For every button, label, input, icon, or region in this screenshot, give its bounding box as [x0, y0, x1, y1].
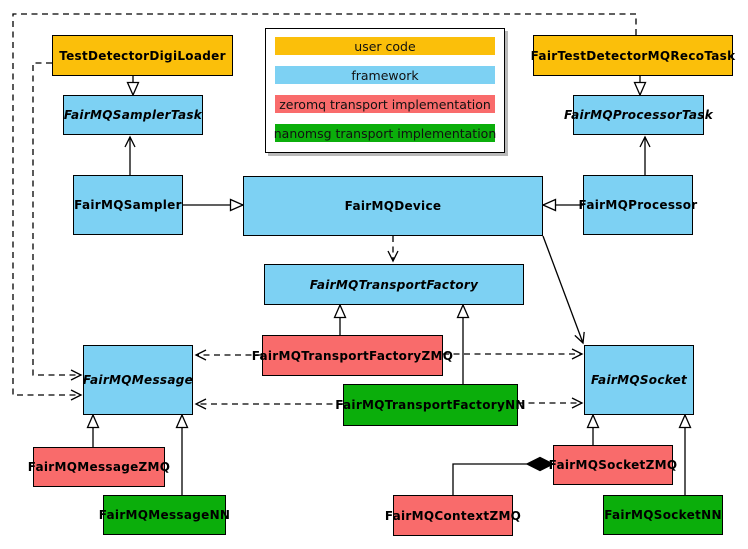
- legend-item-nanomsg: nanomsg transport implementation: [273, 124, 497, 142]
- node-fairmq-socket-zmq: FairMQSocketZMQ: [549, 445, 677, 485]
- legend-label: user code: [354, 38, 416, 54]
- node-fairmq-socket-nn: FairMQSocketNN: [603, 495, 723, 535]
- node-fairmq-processor-task: FairMQProcessorTask: [564, 95, 713, 135]
- node-fairmq-transport-factory-nn: FairMQTransportFactoryNN: [335, 384, 525, 426]
- node-label: FairMQContextZMQ: [384, 508, 522, 523]
- node-label: FairMQTransportFactoryZMQ: [251, 348, 454, 363]
- legend-item-zeromq: zeromq transport implementation: [275, 95, 495, 113]
- node-label: FairMQTransportFactoryNN: [335, 398, 526, 412]
- node-label: FairMQTransportFactory: [309, 277, 479, 292]
- node-fairmq-transport-factory-zmq: FairMQTransportFactoryZMQ: [252, 335, 453, 376]
- node-fair-test-detector-mq-reco-task: FairTestDetectorMQRecoTask: [530, 35, 736, 76]
- node-fairmq-socket: FairMQSocket: [584, 345, 694, 415]
- legend-label: framework: [351, 67, 419, 83]
- node-fairmq-message: FairMQMessage: [83, 345, 193, 415]
- node-test-detector-digi-loader: TestDetectorDigiLoader: [52, 35, 233, 76]
- node-label: FairTestDetectorMQRecoTask: [530, 48, 736, 63]
- node-label: FairMQMessageZMQ: [27, 460, 171, 474]
- legend-item-user-code: user code: [275, 37, 495, 55]
- node-fairmq-context-zmq: FairMQContextZMQ: [385, 495, 521, 536]
- node-label: FairMQProcessor: [578, 198, 698, 212]
- node-label: FairMQSampler: [74, 198, 182, 212]
- edge-device-socket: [542, 235, 585, 345]
- node-label: FairMQProcessorTask: [563, 108, 714, 122]
- node-label: FairMQSocketZMQ: [548, 458, 678, 472]
- legend: user code framework zeromq transport imp…: [265, 28, 505, 153]
- legend-item-framework: framework: [275, 66, 495, 84]
- legend-label: nanomsg transport implementation: [273, 125, 497, 141]
- legend-label: zeromq transport implementation: [279, 96, 491, 112]
- node-fairmq-message-nn: FairMQMessageNN: [99, 495, 230, 535]
- edge-contextzmq-socketzmq: [452, 463, 527, 495]
- node-label: FairMQSocket: [590, 373, 688, 387]
- node-label: FairMQMessage: [82, 373, 194, 387]
- node-label: TestDetectorDigiLoader: [59, 48, 226, 63]
- node-fairmq-transport-factory: FairMQTransportFactory: [264, 264, 524, 305]
- node-label: FairMQDevice: [344, 199, 442, 213]
- node-fairmq-sampler-task: FairMQSamplerTask: [63, 95, 203, 135]
- node-fairmq-sampler: FairMQSampler: [73, 175, 183, 235]
- node-fairmq-processor: FairMQProcessor: [579, 175, 697, 235]
- node-label: FairMQSocketNN: [604, 508, 722, 522]
- node-label: FairMQSamplerTask: [63, 108, 203, 122]
- node-fairmq-device: FairMQDevice: [243, 176, 543, 236]
- node-fairmq-message-zmq: FairMQMessageZMQ: [28, 447, 170, 487]
- node-label: FairMQMessageNN: [98, 508, 231, 522]
